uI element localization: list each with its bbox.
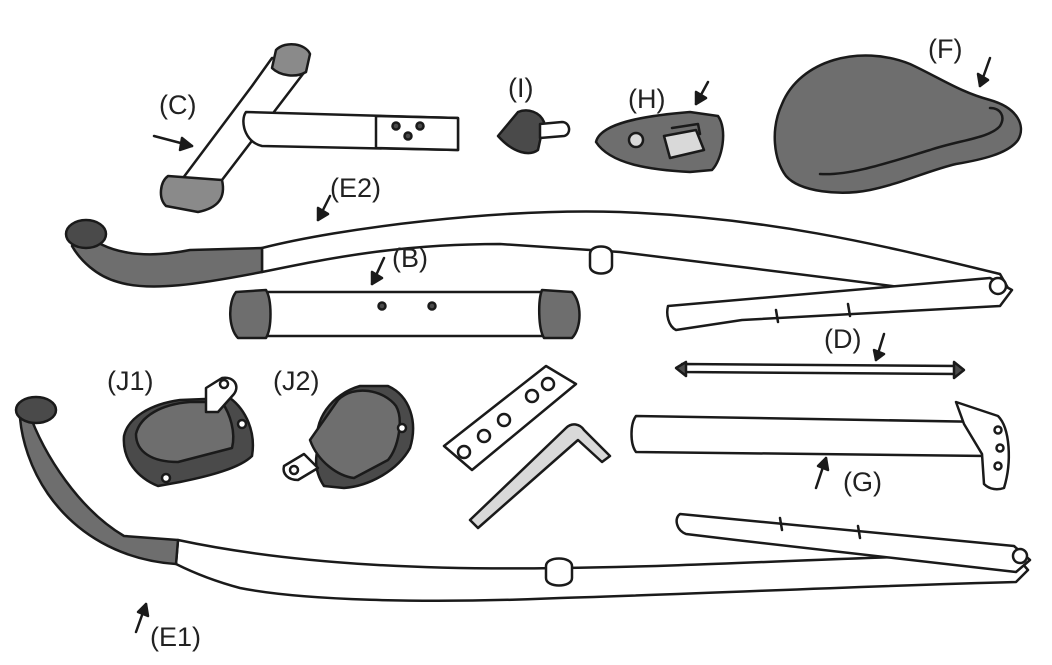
part-b-tube <box>229 256 581 340</box>
mounting-plate <box>442 364 578 472</box>
label-j1: (J1) <box>107 366 154 396</box>
part-e2-frame-arm <box>64 194 1014 332</box>
part-d-rod <box>674 332 966 380</box>
label-c: (C) <box>159 90 197 120</box>
part-c-y-tube <box>152 42 460 214</box>
part-g-post <box>630 400 1010 491</box>
hex-key <box>468 423 612 530</box>
label-h: (H) <box>628 84 666 114</box>
part-i-knob <box>496 109 571 155</box>
label-f: (F) <box>928 34 963 64</box>
part-j2-pedal <box>282 384 415 490</box>
label-i: (I) <box>508 73 534 103</box>
label-b: (B) <box>392 243 428 273</box>
label-j2: (J2) <box>273 366 320 396</box>
part-j1-pedal <box>122 376 255 488</box>
part-e1-frame-arm <box>14 395 1032 634</box>
label-e1: (E1) <box>150 622 202 652</box>
label-d: (D) <box>824 324 862 354</box>
part-h-clamp <box>594 80 725 174</box>
label-e2: (E2) <box>330 173 382 203</box>
part-f-saddle <box>773 54 1023 194</box>
label-g: (G) <box>843 467 882 497</box>
